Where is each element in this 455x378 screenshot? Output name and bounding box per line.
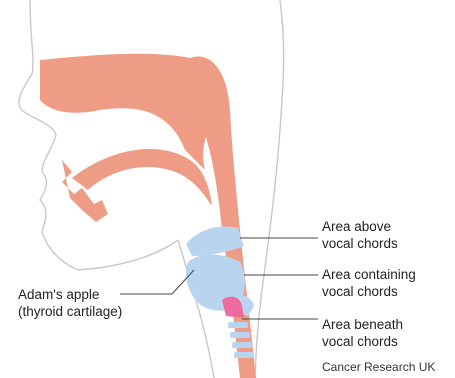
label-area-containing: Area containing vocal chords [322,266,416,300]
credit-text: Cancer Research UK [322,360,435,374]
label-area-beneath: Area beneath vocal chords [322,316,403,350]
label-area-above: Area above vocal chords [322,218,398,252]
label-adams-apple: Adam's apple (thyroid cartilage) [18,286,122,320]
skull-back-outline [255,0,284,378]
pharynx-passage [190,56,256,378]
palate-and-tongue [72,149,212,206]
